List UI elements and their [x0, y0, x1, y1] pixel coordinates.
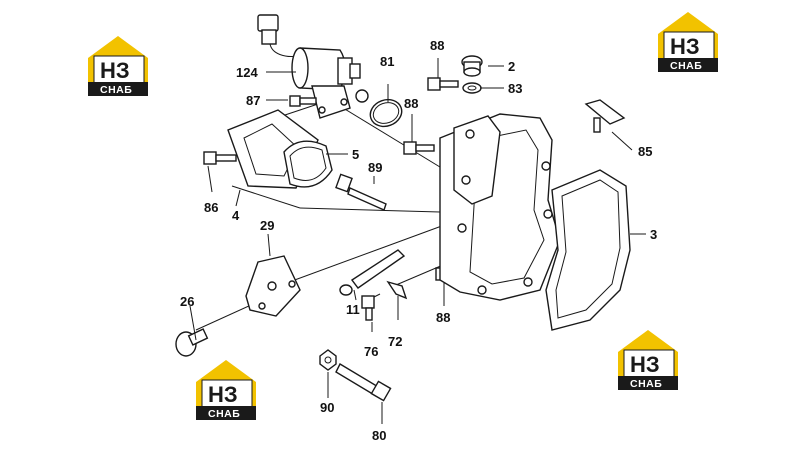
part-83-washer	[462, 82, 482, 94]
main-housing	[439, 113, 561, 301]
logo-letters: НЗ	[630, 352, 660, 377]
callout-88-bottom: 88	[436, 310, 450, 325]
callout-88-top: 88	[430, 38, 444, 53]
callout-85: 85	[638, 144, 652, 159]
logo-caption: СНАБ	[100, 84, 132, 96]
callout-labels: 2 3 4 5 11 26 29 72 76 80 81 83 85 86 87…	[180, 38, 657, 443]
part-26-bolt	[175, 328, 209, 357]
callout-5: 5	[352, 147, 359, 162]
watermark-logo: НЗ СНАБ	[617, 329, 679, 391]
callout-26: 26	[180, 294, 194, 309]
callout-2: 2	[508, 59, 515, 74]
part-124-solenoid	[257, 14, 369, 119]
watermark-logo: НЗ СНАБ	[87, 35, 149, 97]
callout-86: 86	[204, 200, 218, 215]
part-85-bracket	[584, 99, 626, 133]
callout-87: 87	[246, 93, 260, 108]
part-86-bolt	[203, 151, 237, 165]
callout-80: 80	[372, 428, 386, 443]
part-3-cover-gasket	[545, 169, 631, 331]
callout-29: 29	[260, 218, 274, 233]
part-80-long-stud	[335, 363, 392, 402]
callout-81: 81	[380, 54, 394, 69]
part-90-nut	[319, 349, 337, 371]
callout-11: 11	[346, 302, 360, 317]
callout-124: 124	[236, 65, 258, 80]
callout-3: 3	[650, 227, 657, 242]
callout-83: 83	[508, 81, 522, 96]
logo-letters: НЗ	[208, 382, 238, 407]
part-89-long-bolt	[335, 173, 387, 211]
logo-letters: НЗ	[100, 58, 130, 83]
callout-72: 72	[388, 334, 402, 349]
part-2-plug	[461, 55, 483, 77]
callout-90: 90	[320, 400, 334, 415]
part-5-seal	[283, 140, 333, 188]
part-72-clip	[386, 280, 408, 300]
logo-letters: НЗ	[670, 34, 700, 59]
part-29-lever	[245, 255, 301, 317]
part-88-bolt-middle	[403, 141, 435, 155]
part-11-pin	[339, 249, 406, 296]
part-76-bolt	[361, 295, 375, 321]
logo-caption: СНАБ	[670, 60, 702, 72]
callout-88-middle: 88	[404, 96, 418, 111]
logo-caption: СНАБ	[630, 378, 662, 390]
logo-caption: СНАБ	[208, 408, 240, 420]
watermark-logo: НЗ СНАБ	[195, 359, 257, 421]
part-88-bolt-top	[427, 77, 459, 91]
part-87-bolt	[289, 95, 317, 107]
part-81-o-ring	[369, 98, 403, 128]
watermark-logo: НЗ СНАБ	[657, 11, 719, 73]
leader-lines	[189, 58, 646, 424]
callout-89: 89	[368, 160, 382, 175]
callout-76: 76	[364, 344, 378, 359]
callout-4: 4	[232, 208, 240, 223]
